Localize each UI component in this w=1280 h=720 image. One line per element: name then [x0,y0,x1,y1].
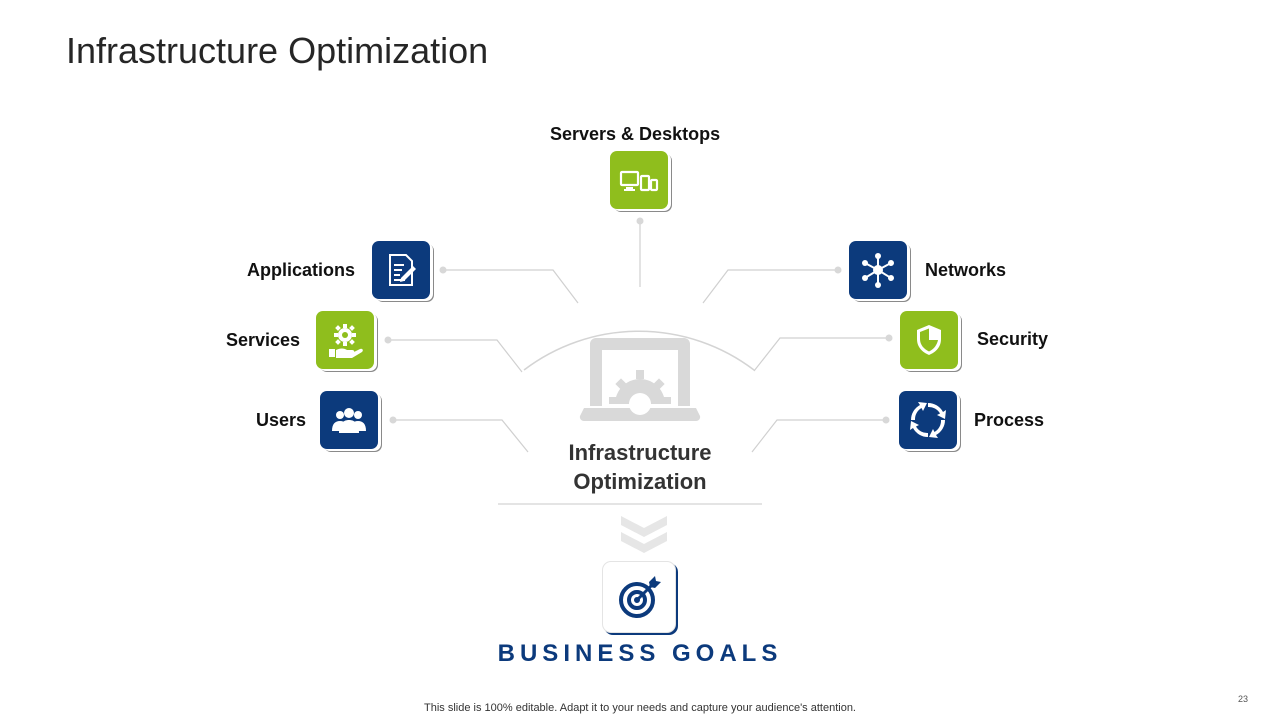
tile-business-goals [603,562,675,632]
label-servers: Servers & Desktops [550,124,721,144]
business-goals-label: BUSINESS GOALS [497,640,783,667]
tile-networks [849,241,907,299]
connector-process [751,419,886,453]
center-label-line2: Optimization [573,469,707,494]
document-edit-icon [389,254,416,286]
label-services: Services [226,330,301,350]
footer-note: This slide is 100% editable. Adapt it to… [424,702,856,714]
tile-servers [610,151,668,209]
hand-gear-icon [329,324,363,358]
network-nodes-icon [862,253,894,288]
tile-applications [372,241,430,299]
shield-icon [917,325,941,355]
center-label-line1: Infrastructure [568,440,712,465]
label-security: Security [977,329,1049,349]
label-applications: Applications [247,260,356,280]
page-number: 23 [1238,694,1249,704]
chevron-down-icon [621,516,667,553]
slide-title: Infrastructure Optimization [66,30,489,71]
cycle-arrows-icon [910,402,946,438]
connector-security [753,337,889,372]
label-process: Process [974,410,1045,430]
connector-services [388,339,523,373]
center-label: Infrastructure Optimization [520,438,760,496]
connector-applications [443,269,579,304]
connector-users [393,419,529,453]
devices-icon [619,170,659,192]
laptop-gear-icon [579,338,701,422]
center-arc [523,330,755,371]
tile-users [320,391,378,449]
target-arrow-icon [619,576,661,618]
label-networks: Networks [925,260,1007,280]
users-group-icon [332,408,366,433]
tile-security [900,311,958,369]
connector-networks [702,269,838,304]
tile-services [316,311,374,369]
label-users: Users [256,410,307,430]
tile-process [899,391,957,449]
